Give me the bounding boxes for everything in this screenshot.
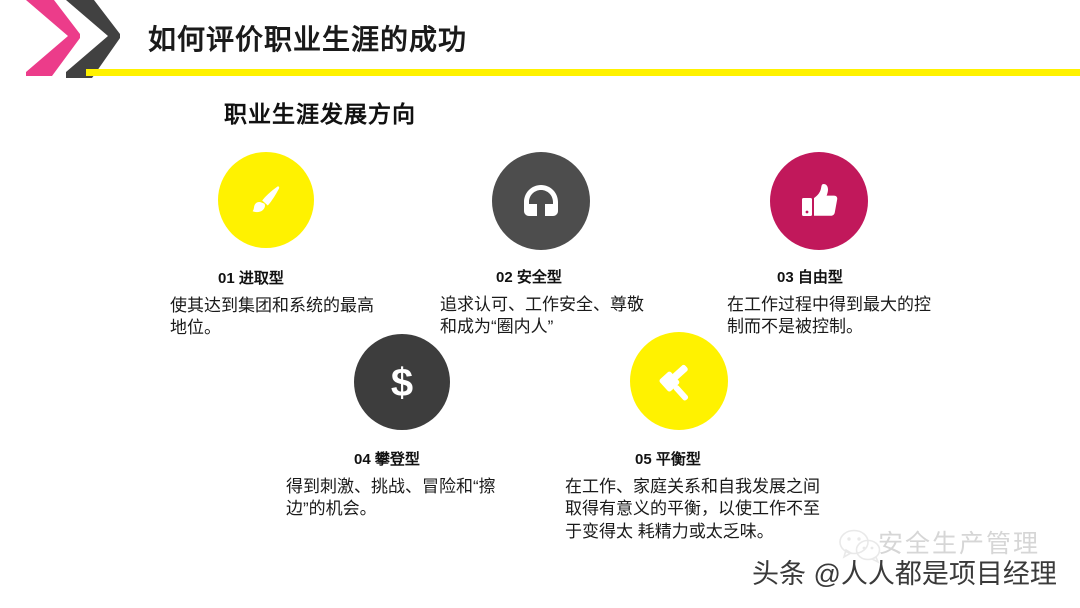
card-title-05: 05 平衡型 — [565, 448, 825, 469]
card-body-04: 得到刺激、挑战、冒险和“擦边”的机会。 — [286, 477, 496, 519]
card-title-02: 02 安全型 — [440, 266, 655, 287]
card-body-02: 追求认可、工作安全、尊敬和成为“圈内人” — [440, 295, 644, 337]
card-name-02: 安全型 — [516, 269, 562, 286]
paintbrush-icon — [244, 178, 288, 222]
card-title-03: 03 自由型 — [727, 266, 942, 287]
card-text-01: 01 进取型 使其达到集团和系统的最高地位。 — [170, 267, 390, 340]
card-body-05: 在工作、家庭关系和自我发展之间取得有意义的平衡，以使工作不至于变得太 耗精力或太… — [565, 477, 820, 541]
card-name-05: 平衡型 — [655, 451, 701, 468]
thumbs-up-icon — [796, 178, 842, 224]
gavel-icon — [655, 357, 703, 405]
card-number-01: 01 — [218, 270, 235, 287]
card-body-01: 使其达到集团和系统的最高地位。 — [170, 296, 374, 338]
wechat-icon — [838, 528, 882, 564]
card-text-05: 05 平衡型 在工作、家庭关系和自我发展之间取得有意义的平衡，以使工作不至于变得… — [565, 448, 825, 543]
card-circle-03 — [770, 152, 868, 250]
card-circle-04: $ — [354, 334, 450, 430]
card-title-01: 01 进取型 — [170, 267, 390, 288]
slide-header: 如何评价职业生涯的成功 — [0, 0, 1080, 82]
chevron-pink-decoration — [22, 0, 84, 76]
header-underline — [86, 69, 1080, 76]
card-name-04: 攀登型 — [374, 451, 420, 468]
card-name-03: 自由型 — [797, 269, 843, 286]
card-title-04: 04 攀登型 — [286, 448, 526, 469]
faint-watermark-text: 安全生产管理 — [878, 530, 1041, 558]
card-text-04: 04 攀登型 得到刺激、挑战、冒险和“擦边”的机会。 — [286, 448, 526, 521]
card-body-03: 在工作过程中得到最大的控制而不是被控制。 — [727, 295, 931, 337]
chevron-dark-decoration — [62, 0, 124, 78]
card-text-03: 03 自由型 在工作过程中得到最大的控制而不是被控制。 — [727, 266, 942, 339]
card-circle-02 — [492, 152, 590, 250]
card-circle-01 — [218, 152, 314, 248]
card-name-01: 进取型 — [238, 270, 284, 287]
card-circle-05 — [630, 332, 728, 430]
dollar-sign-icon: $ — [379, 357, 425, 407]
card-number-05: 05 — [635, 451, 652, 468]
svg-text:$: $ — [391, 361, 413, 405]
card-text-02: 02 安全型 追求认可、工作安全、尊敬和成为“圈内人” — [440, 266, 655, 339]
headphones-icon — [518, 178, 564, 224]
main-watermark-text: 头条 @人人都是项目经理 — [752, 559, 1057, 589]
page-title: 如何评价职业生涯的成功 — [148, 24, 468, 55]
card-number-04: 04 — [354, 451, 371, 468]
section-subtitle: 职业生涯发展方向 — [224, 101, 416, 127]
card-number-02: 02 — [496, 269, 513, 286]
card-number-03: 03 — [777, 269, 794, 286]
